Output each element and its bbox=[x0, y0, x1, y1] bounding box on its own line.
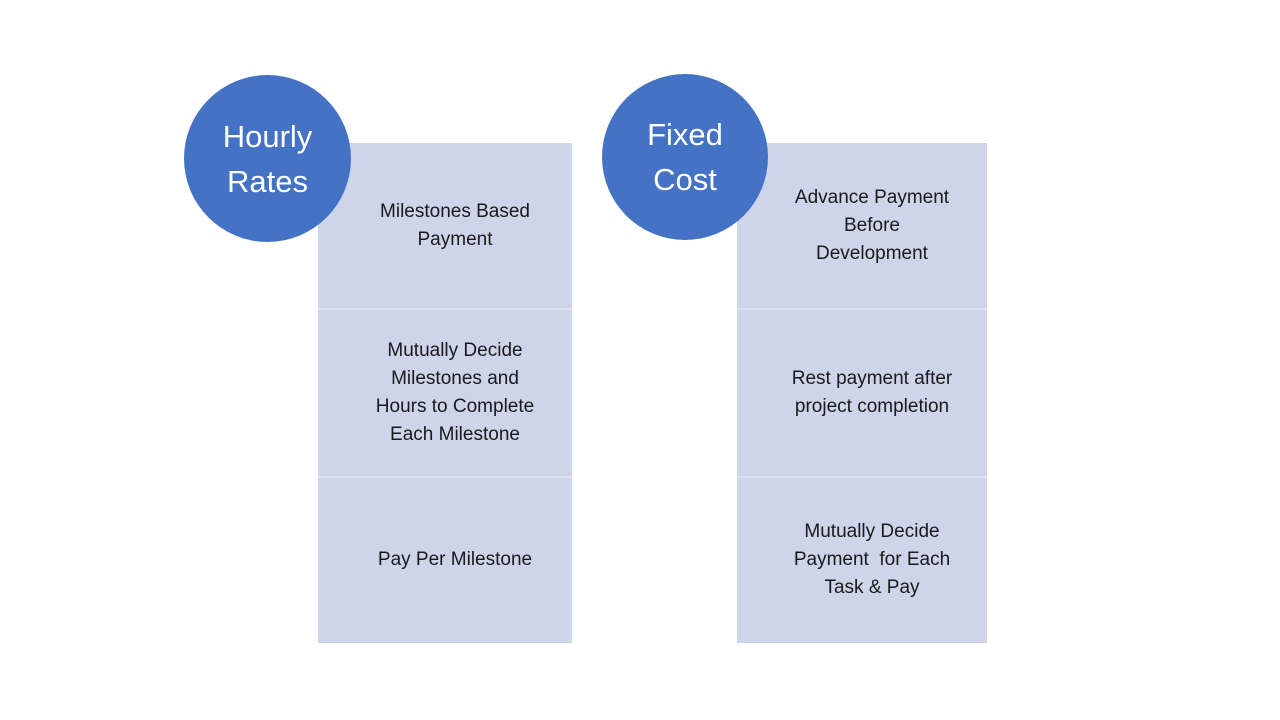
fixed-cost-item-2-label: Rest payment after project completion bbox=[791, 367, 953, 417]
hourly-rates-item-2-label: Mutually Decide Milestones and Hours to … bbox=[375, 339, 535, 445]
hourly-rates-item-3-label: Pay Per Milestone bbox=[377, 549, 533, 571]
fixed-cost-item-2: Rest payment after project completion bbox=[737, 308, 987, 475]
hourly-rates-circle-label: Hourly Rates bbox=[222, 118, 313, 199]
hourly-rates-panel: Milestones Based Payment Mutually Decide… bbox=[318, 143, 572, 643]
hourly-rates-item-2: Mutually Decide Milestones and Hours to … bbox=[318, 308, 572, 475]
fixed-cost-circle-label: Fixed Cost bbox=[647, 117, 723, 197]
fixed-cost-item-1: Advance Payment Before Development bbox=[737, 143, 987, 308]
fixed-cost-item-3-label: Mutually Decide Payment for Each Task & … bbox=[793, 521, 951, 599]
fixed-cost-item-1-label: Advance Payment Before Development bbox=[794, 186, 950, 264]
fixed-cost-panel: Advance Payment Before Development Rest … bbox=[737, 143, 987, 643]
hourly-rates-item-3: Pay Per Milestone bbox=[318, 475, 572, 643]
hourly-rates-circle: Hourly Rates bbox=[184, 75, 351, 242]
fixed-cost-item-3: Mutually Decide Payment for Each Task & … bbox=[737, 475, 987, 643]
fixed-cost-circle: Fixed Cost bbox=[602, 74, 768, 240]
hourly-rates-item-1-label: Milestones Based Payment bbox=[380, 200, 530, 250]
hourly-rates-item-1: Milestones Based Payment bbox=[318, 143, 572, 308]
